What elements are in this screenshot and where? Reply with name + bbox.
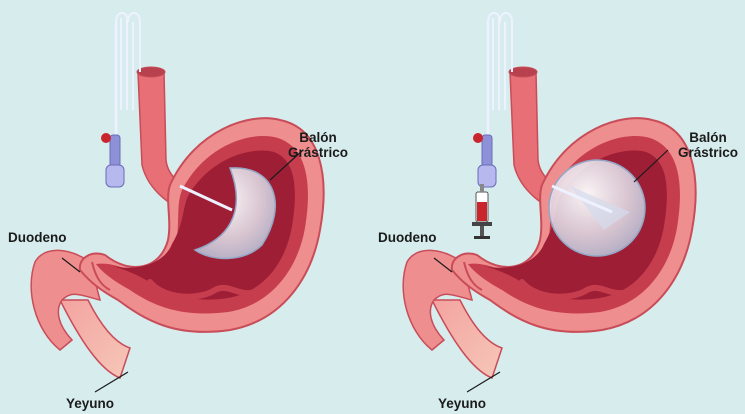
right-balloon-label-line2: Grástrico [678,145,738,160]
syringe-icon [472,184,492,239]
left-balloon-label: Balón Grástrico [288,130,348,160]
right-balloon-label-line1: Balón [678,130,738,145]
right-balloon-label: Balón Grástrico [678,130,738,160]
right-duodenum-label: Duodeno [378,230,437,245]
right-stomach [403,13,695,392]
left-duodenum-label: Duodeno [8,230,67,245]
left-stomach [31,13,323,392]
left-balloon-label-line1: Balón [288,130,348,145]
left-balloon-label-line2: Grástrico [288,145,348,160]
right-jejunum-label: Yeyuno [438,396,486,411]
left-jejunum-label: Yeyuno [66,396,114,411]
